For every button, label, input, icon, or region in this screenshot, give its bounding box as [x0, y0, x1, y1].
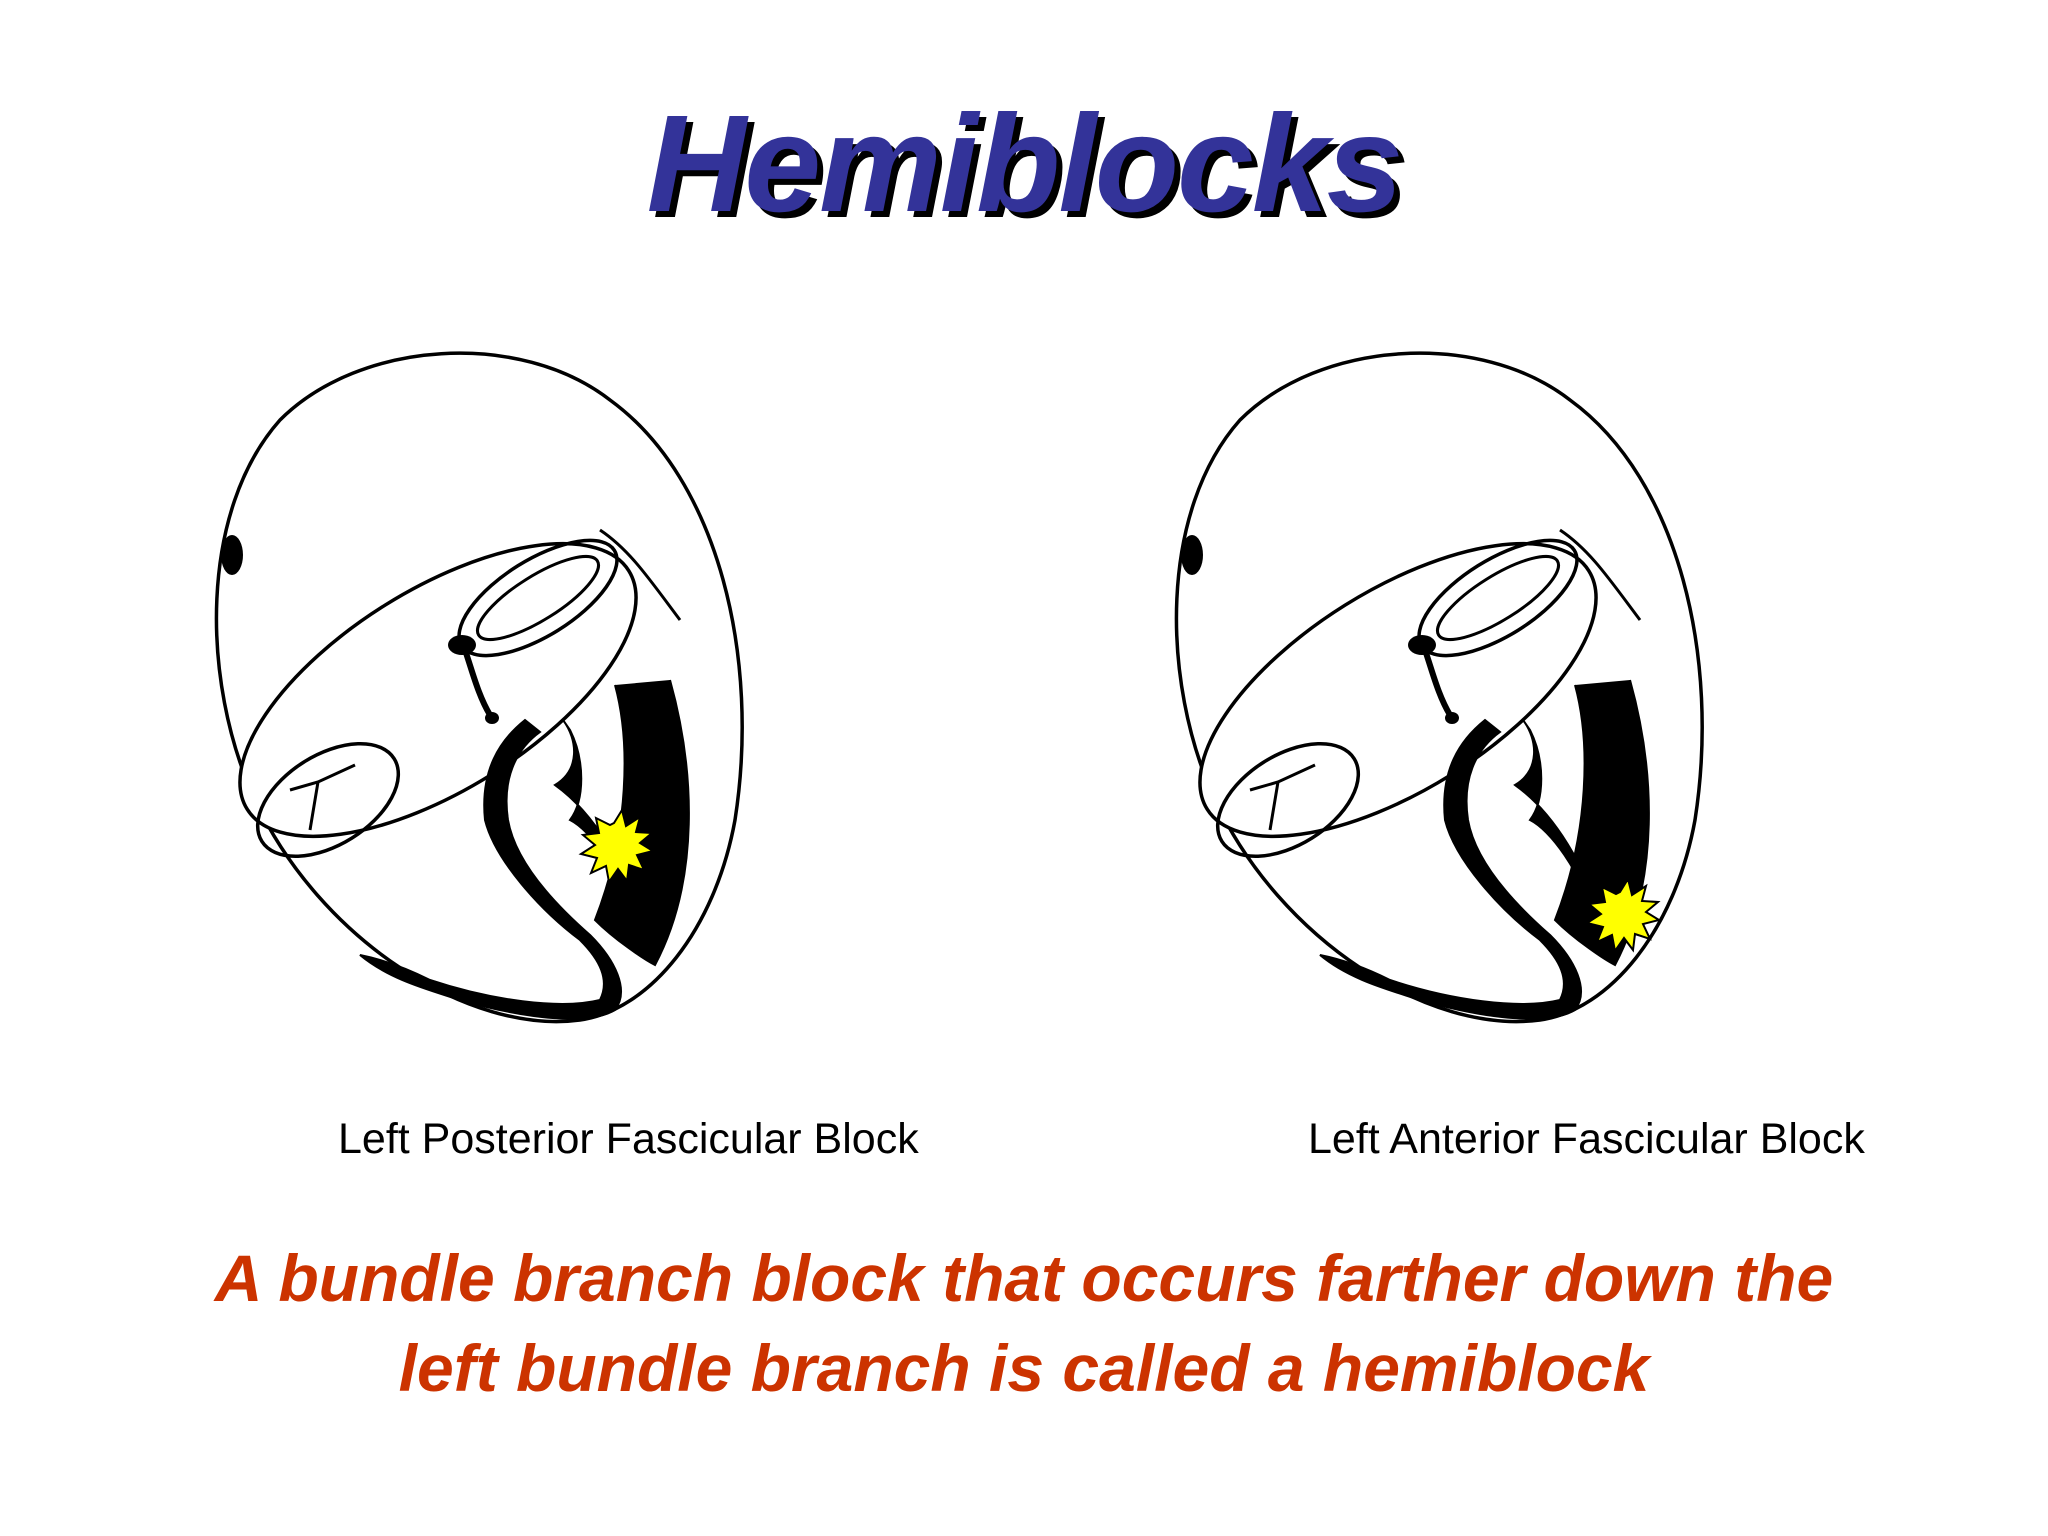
valve-plane [1198, 541, 1598, 839]
posterior-fascicle [553, 719, 649, 946]
his-bundle [462, 649, 493, 717]
heart-diagram-anterior-block [1120, 320, 1880, 1080]
heart-outline [1174, 351, 1704, 1024]
heart-diagram-posterior-block [160, 320, 920, 1080]
his-bundle [1422, 649, 1453, 717]
av-node [1408, 635, 1436, 655]
summary-text-line-1: A bundle branch block that occurs farthe… [214, 1241, 1834, 1315]
block-marker-star [578, 807, 656, 885]
slide-title: Hemiblocks [646, 87, 1404, 241]
heart-outline [214, 351, 744, 1024]
right-bundle-branch [359, 718, 622, 1020]
septum-line [1559, 528, 1642, 621]
sa-node-dot [221, 535, 243, 575]
his-bundle-end [1445, 712, 1459, 724]
right-bundle-branch [1319, 718, 1582, 1020]
anterior-fascicle [593, 679, 690, 967]
mitral-valve-inner [1436, 554, 1560, 642]
mitral-valve-inner [476, 554, 600, 642]
septum-line [599, 528, 682, 621]
sa-node-dot [1181, 535, 1203, 575]
tricuspid-leaflets [289, 763, 356, 831]
heart-drawing [214, 351, 744, 1024]
block-marker-star [1584, 876, 1662, 954]
his-bundle-end [485, 712, 499, 724]
tricuspid-valve [255, 741, 401, 859]
caption-anterior-block: Left Anterior Fascicular Block [1308, 1115, 1865, 1163]
summary-text-line-2: left bundle branch is called a hemiblock [398, 1331, 1650, 1405]
av-node [448, 635, 476, 655]
caption-posterior-block: Left Posterior Fascicular Block [338, 1115, 919, 1163]
tricuspid-valve [1215, 741, 1361, 859]
heart-drawing [1174, 351, 1704, 1024]
tricuspid-leaflets [1249, 763, 1316, 831]
